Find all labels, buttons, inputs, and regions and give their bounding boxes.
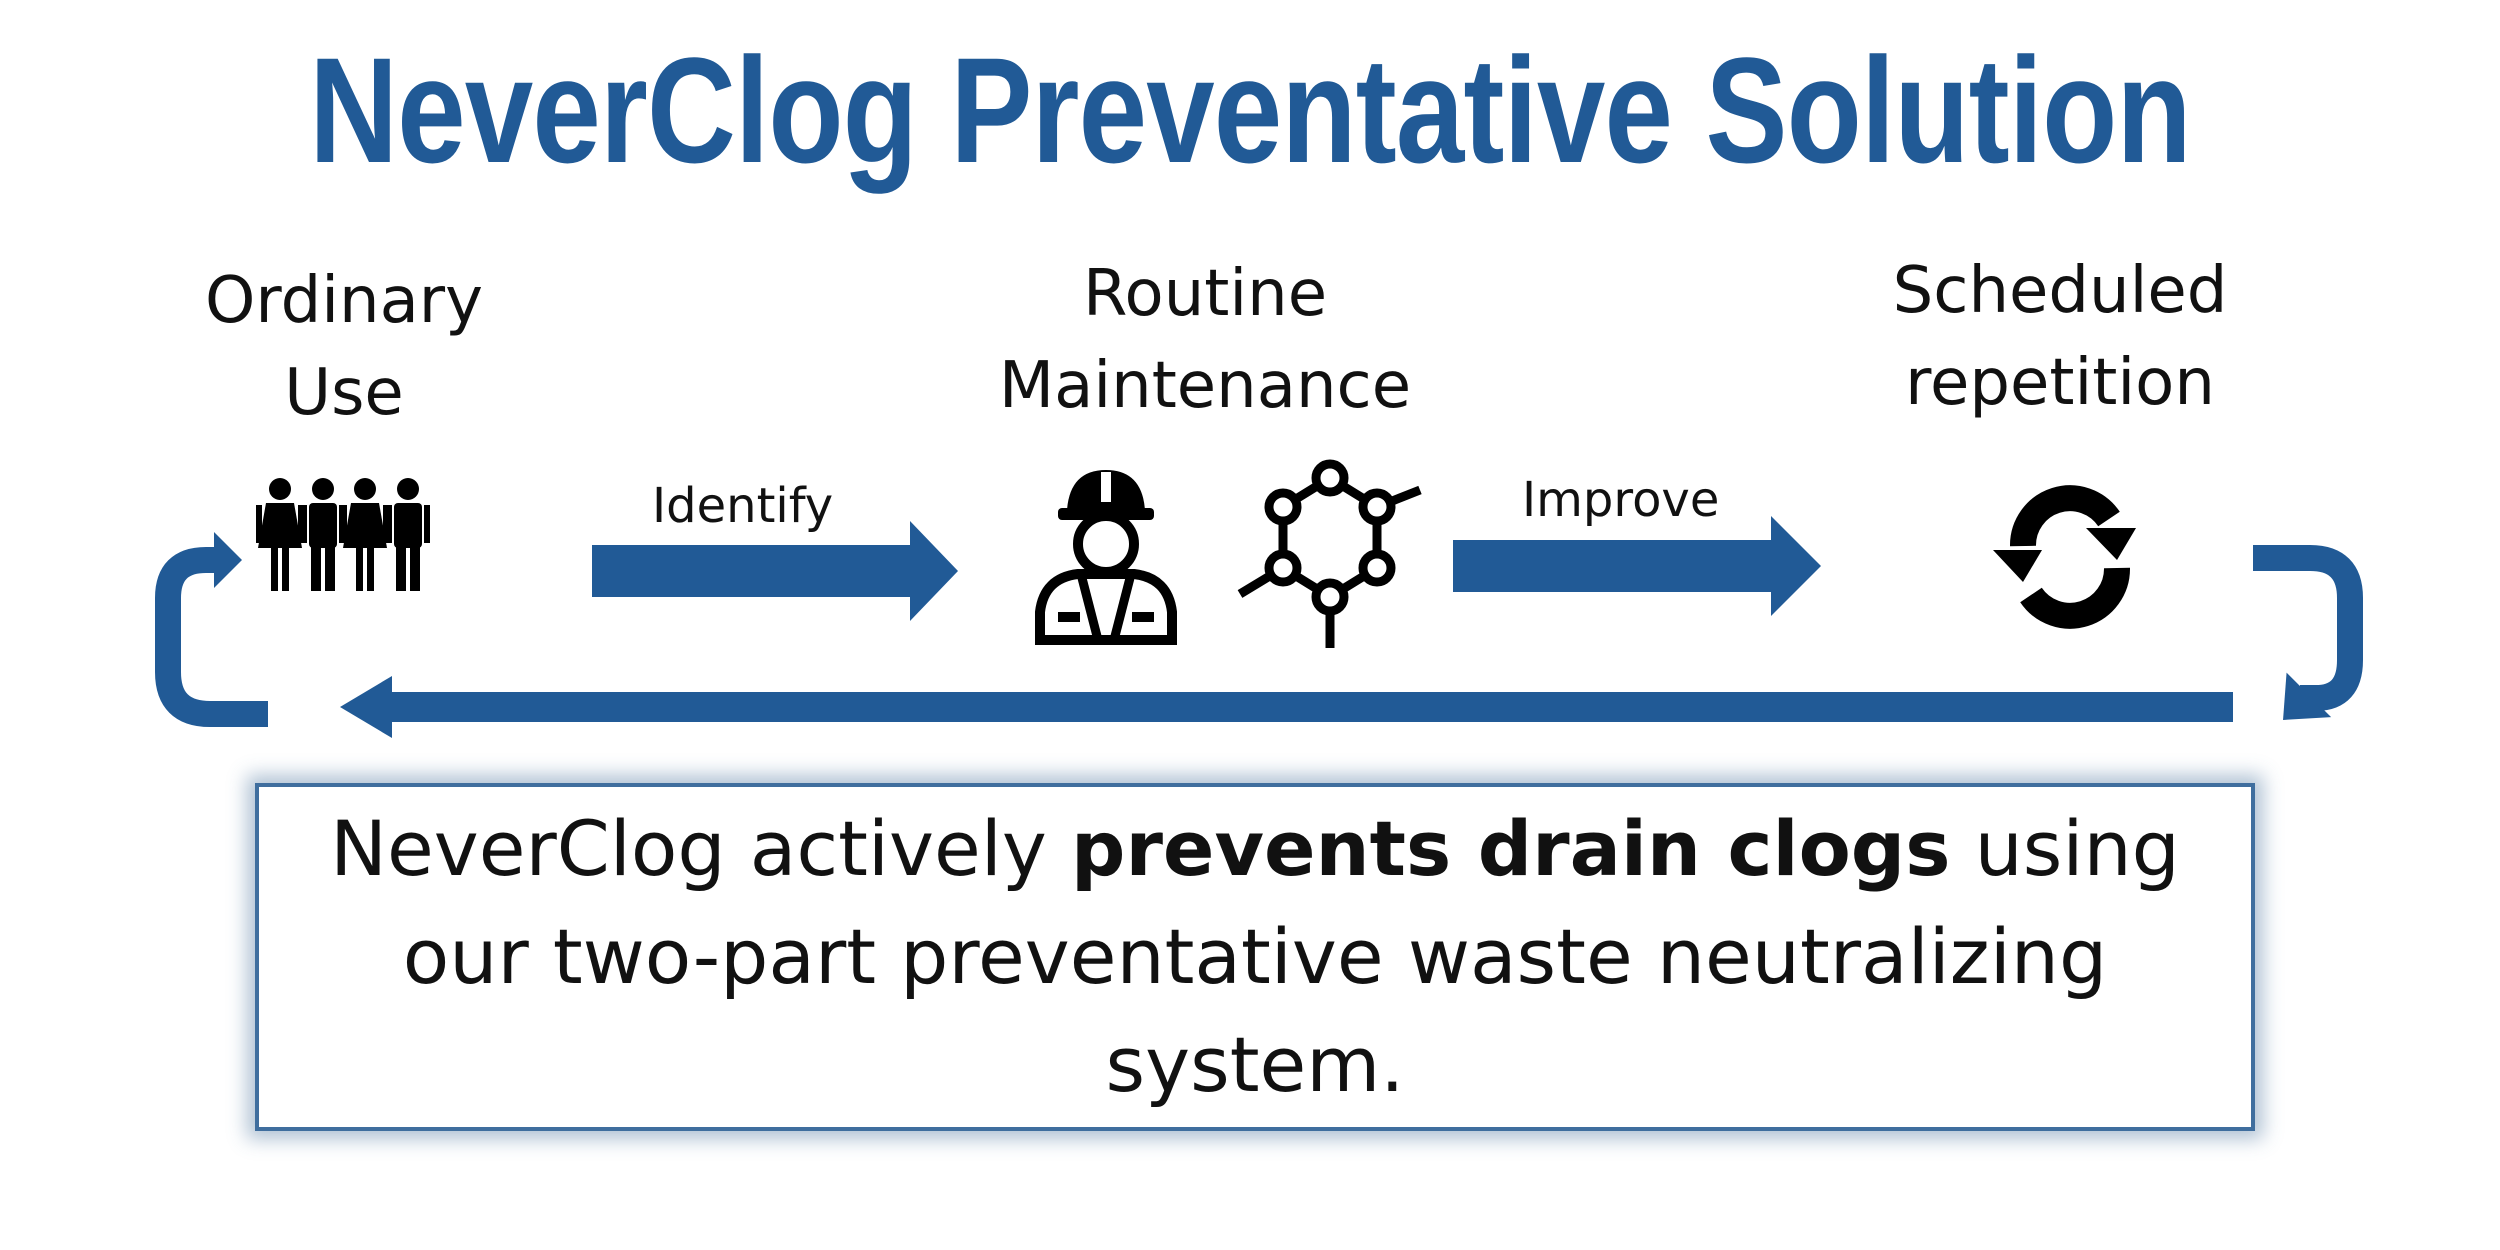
people-group-icon (256, 478, 430, 591)
improve-arrow (1453, 516, 1821, 616)
stage-ordinary-use-line2: Use (284, 356, 404, 430)
step-label-improve: Improve (1522, 472, 1720, 528)
left-curve-arrow (155, 532, 268, 727)
page-title: NeverClog Preventative Solution (309, 26, 2191, 194)
stage-ordinary-use: Ordinary Use (194, 255, 494, 439)
stage-routine-maintenance-line1: Routine (1082, 257, 1328, 331)
construction-worker-icon (1035, 470, 1177, 645)
stage-scheduled-repetition: Scheduled repetition (1810, 245, 2310, 429)
stage-scheduled-repetition-line2: repetition (1905, 346, 2215, 420)
identify-arrow (592, 521, 958, 621)
message-part2: using our two-part preventative waste ne… (402, 804, 2180, 1109)
stage-routine-maintenance: Routine Maintenance (905, 248, 1505, 432)
return-arrow (340, 676, 2233, 738)
message-text: NeverClog actively prevents drain clogs … (305, 795, 2205, 1119)
stage-routine-maintenance-line2: Maintenance (998, 349, 1412, 423)
message-part1: NeverClog actively (330, 804, 1072, 893)
right-curve-arrow (2253, 545, 2363, 720)
refresh-cycle-icon (1993, 485, 2136, 629)
stage-scheduled-repetition-line1: Scheduled (1892, 254, 2228, 328)
molecule-icon (1237, 459, 1422, 648)
stage-ordinary-use-line1: Ordinary (205, 264, 483, 338)
message-box: NeverClog actively prevents drain clogs … (255, 783, 2255, 1131)
message-bold: prevents drain clogs (1071, 804, 1951, 893)
step-label-identify: Identify (652, 478, 834, 534)
